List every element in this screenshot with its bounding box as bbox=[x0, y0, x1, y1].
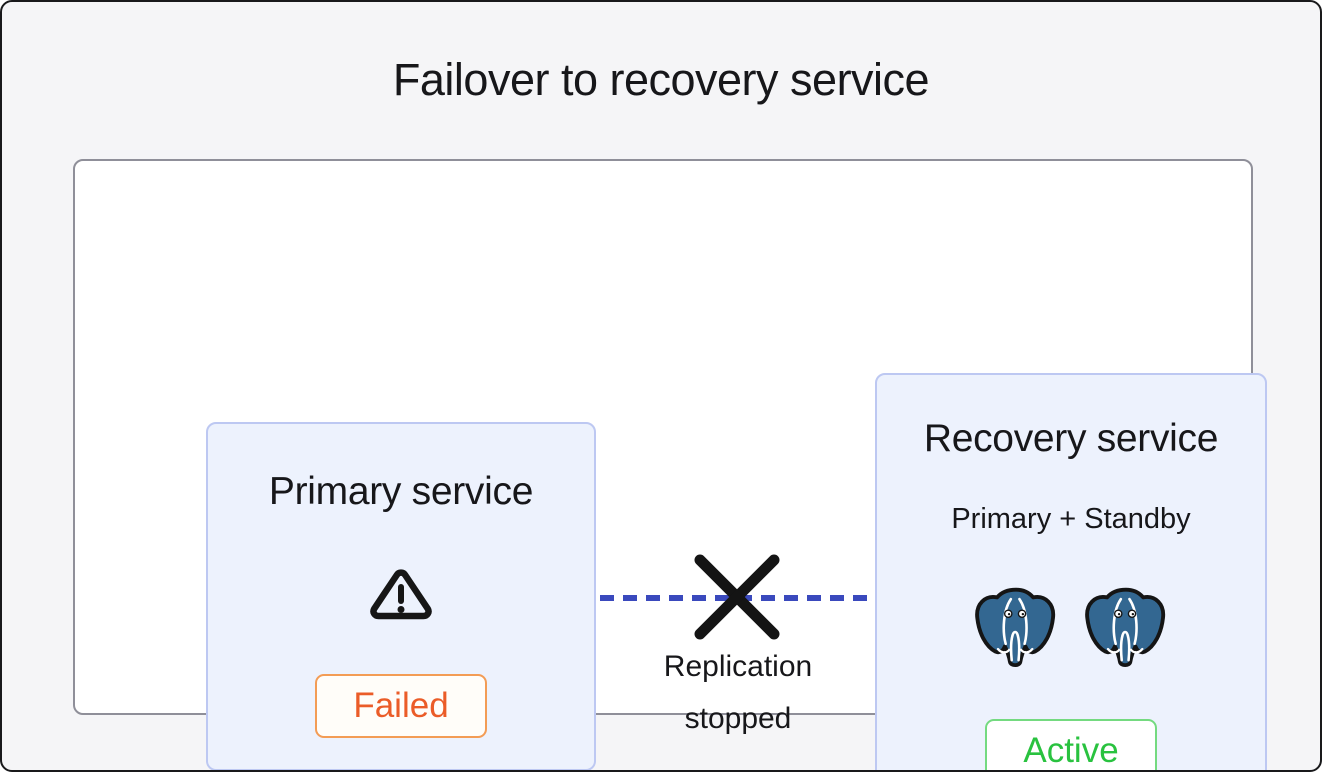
recovery-service-box: Recovery service Primary + Standby Activ… bbox=[875, 373, 1267, 770]
warning-triangle-icon bbox=[367, 562, 435, 624]
postgresql-elephant-icon bbox=[1083, 586, 1169, 669]
primary-service-box: Primary service Failed bbox=[206, 422, 596, 770]
recovery-status-badge: Active bbox=[985, 719, 1157, 770]
page-title: Failover to recovery service bbox=[392, 54, 930, 105]
primary-service-title: Primary service bbox=[268, 470, 534, 513]
recovery-service-title: Recovery service bbox=[923, 417, 1219, 460]
replication-stopped-label: Replication stopped bbox=[663, 650, 813, 735]
primary-status-badge: Failed bbox=[315, 674, 487, 738]
diagram-panel: Primary service Failed Replication stopp… bbox=[73, 159, 1267, 770]
database-icons-row bbox=[973, 586, 1169, 669]
postgresql-elephant-icon bbox=[973, 586, 1059, 669]
x-cross-icon bbox=[694, 554, 780, 640]
recovery-service-subtitle: Primary + Standby bbox=[951, 503, 1191, 535]
replication-connector bbox=[600, 554, 876, 640]
